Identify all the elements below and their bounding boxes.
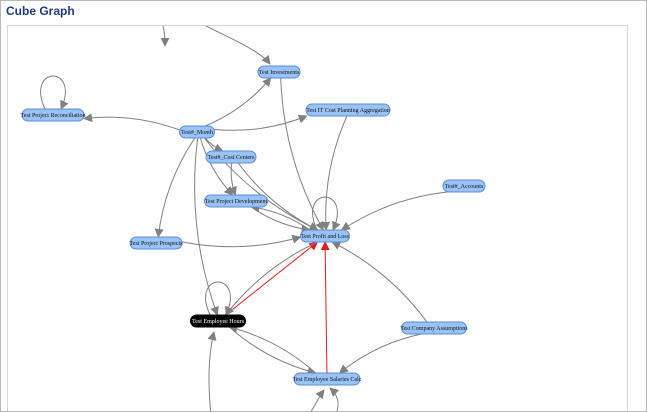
graph-node-label: Test Company Assumptions: [400, 326, 468, 332]
graph-node-accounts[interactable]: Test#_Accounts: [442, 179, 486, 193]
graph-node-label: Test Project Development: [205, 199, 268, 205]
graph-edge-accounts-to-profit_and_loss: [340, 191, 448, 231]
graph-node-project-reconciliation[interactable]: Test Project Reconciliation: [21, 108, 86, 122]
graph-edge-company_assumptions-to-profit_and_loss: [331, 241, 428, 323]
graph-node-label: Test Project Prospects: [130, 241, 184, 247]
graph-node-label: Test IT Cost Planning Aggregation: [306, 108, 389, 114]
graph-edge-month-to-it_cost_planning: [214, 114, 308, 131]
graph-edge-it_cost_planning-to-profit_and_loss: [321, 115, 348, 231]
graph-edge-month-to-project_reconciliation: [83, 113, 180, 131]
graph-edge-month-to-investments: [205, 77, 272, 127]
graph-edge-offscreen-2: [207, 331, 217, 411]
graph-edge-employee_hours-to-employee_salaries: [228, 326, 317, 376]
graph-edge-project_development-to-profit_and_loss: [250, 206, 311, 234]
graph-edge-project_prospects-to-profit_and_loss: [181, 234, 302, 248]
graph-node-shape: [21, 108, 85, 122]
graph-edge-employee_hours-to-profit_and_loss: [225, 241, 319, 316]
graph-node-project-prospects[interactable]: Test Project Prospects: [129, 236, 184, 250]
graph-edge-month-to-cost_centers: [204, 137, 224, 153]
graph-node-label: Test Investments: [259, 70, 300, 76]
graph-node-shape: [300, 229, 350, 243]
graph-node-label: Test Profit and Loss: [301, 233, 350, 240]
graph-edge-month-to-employee_hours: [194, 137, 219, 316]
graph-node-shape: [129, 236, 183, 250]
panel-title: Cube Graph: [6, 4, 75, 18]
graph-edge-offscreen-1: [205, 26, 271, 65]
graph-edge-employee_salaries-to-employee_hours: [228, 324, 317, 374]
graph-node-label: Test#_Month: [181, 130, 213, 136]
graph-node-shape: [205, 150, 257, 164]
graph-edge-investments-to-profit_and_loss: [280, 77, 324, 231]
graph-node-employee-hours[interactable]: Test Employee Hours: [190, 314, 246, 328]
graph-node-shape: [190, 314, 246, 328]
graph-node-month[interactable]: Test#_Month: [179, 125, 215, 139]
graph-node-it-cost-planning[interactable]: Test IT Cost Planning Aggregation: [305, 103, 391, 117]
graph-edge-month-to-project_prospects: [154, 137, 196, 238]
graph-node-label: Test#_Accounts: [445, 184, 484, 190]
graph-edge-employee_salaries-to-profit_and_loss: [320, 241, 330, 374]
graph-edge-offscreen-3: [329, 387, 340, 411]
graph-edge-cost_centers-to-project_development: [228, 162, 237, 196]
graph-node-employee-salaries[interactable]: Test Employee Salaries Calc: [293, 372, 362, 386]
graph-node-shape: [179, 125, 215, 139]
graph-node-company-assumptions[interactable]: Test Company Assumptions: [400, 321, 468, 335]
graph-node-shape: [204, 194, 268, 208]
edges-layer: [40, 26, 448, 411]
graph-node-shape: [305, 103, 391, 117]
graph-node-shape: [401, 321, 467, 335]
graph-node-project-development[interactable]: Test Project Development: [204, 194, 268, 208]
graph-edge-month-to-project_development: [199, 137, 234, 196]
graph-edge-profit_and_loss-to-profit_and_loss-self: [312, 196, 341, 231]
graph-node-label: Test Employee Salaries Calc: [293, 377, 362, 383]
graph-edge-profit_and_loss-to-project_development: [250, 203, 311, 231]
graph-edge-project_reconciliation-to-project_reconciliation-self: [40, 75, 69, 110]
graph-node-label: Test Project Reconciliation: [21, 113, 86, 119]
graph-edge-profit_and_loss-to-employee_hours: [224, 241, 318, 316]
graph-node-shape: [257, 65, 301, 79]
graph-edge-offscreen-0: [160, 26, 170, 47]
graph-node-investments[interactable]: Test Investments: [257, 65, 301, 79]
graph-edge-company_assumptions-to-employee_salaries: [338, 333, 422, 374]
graph-edge-offscreen-4: [310, 389, 325, 411]
graph-node-cost-centers[interactable]: Test#_Cost Centers: [205, 150, 257, 164]
graph-node-label: Test Employee Hours: [192, 319, 245, 325]
graph-edge-employee_hours-to-employee_hours-self: [205, 281, 234, 316]
graph-node-profit-and-loss[interactable]: Test Profit and Loss: [300, 229, 350, 243]
graph-node-label: Test#_Cost Centers: [208, 155, 255, 161]
graph-node-shape: [442, 179, 486, 193]
graph-node-shape: [293, 372, 361, 386]
